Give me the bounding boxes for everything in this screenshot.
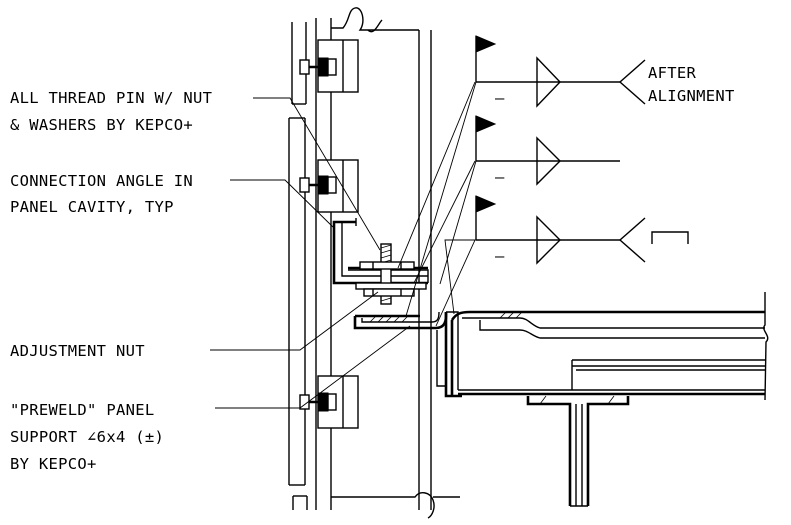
- weld-size-top: –: [495, 89, 505, 107]
- after-alignment-label-1: AFTER: [648, 64, 697, 82]
- panel-clip-bottom: [299, 375, 359, 429]
- floor-beam: [450, 292, 769, 507]
- annotation-text: ALL THREAD PIN W/ NUT & WASHERS BY KEPCO…: [10, 64, 735, 473]
- weld-size-bottom: –: [495, 247, 505, 265]
- weld-symbol-top: [475, 35, 646, 108]
- all-thread-pin: [355, 243, 427, 305]
- weld-symbol-bottom: [475, 195, 689, 265]
- preweld-label-1: "PREWELD" PANEL: [10, 401, 154, 419]
- preweld-label-2: SUPPORT ∠6x4 (±): [10, 428, 164, 446]
- panel-clip-middle: [299, 159, 359, 213]
- after-alignment-label-2: ALIGNMENT: [648, 87, 735, 105]
- preweld-label-3: BY KEPCO+: [10, 455, 97, 473]
- weld-symbol-middle: [475, 115, 620, 186]
- edge-angle-embed: [436, 311, 462, 398]
- thread-pin-label-2: & WASHERS BY KEPCO+: [10, 116, 193, 134]
- panel-clip-top: [299, 39, 359, 93]
- connection-angle-label-1: CONNECTION ANGLE IN: [10, 172, 193, 190]
- connection-angle-label-2: PANEL CAVITY, TYP: [10, 198, 174, 216]
- adjustment-nut-label: ADJUSTMENT NUT: [10, 342, 145, 360]
- weld-size-middle: –: [495, 168, 505, 186]
- leader-lines: [210, 81, 477, 409]
- preweld-support-angle: [353, 311, 448, 330]
- thread-pin-label-1: ALL THREAD PIN W/ NUT: [10, 89, 212, 107]
